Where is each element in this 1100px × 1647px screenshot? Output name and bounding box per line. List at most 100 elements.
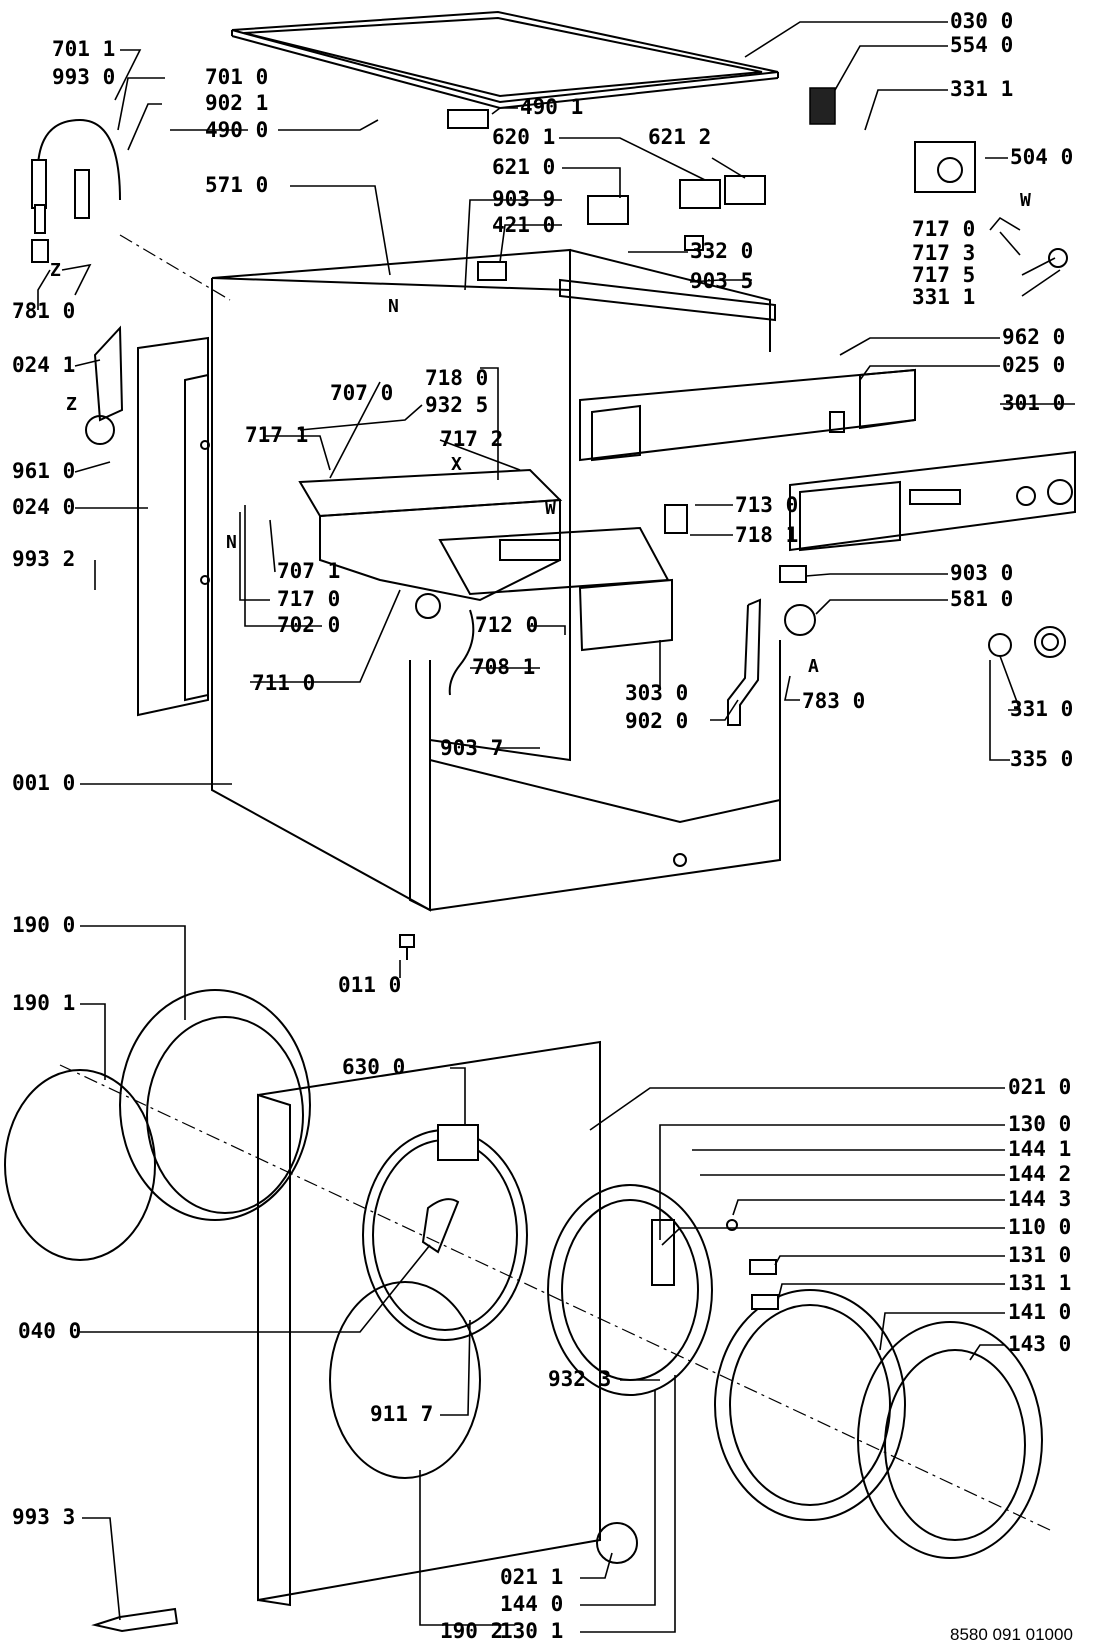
part-label: 021 0: [1008, 1075, 1071, 1099]
part-label: 571 0: [205, 173, 268, 197]
part-label: 717 0: [912, 217, 975, 241]
front-panel: [257, 1040, 601, 1607]
detergent-drawer-housing: [298, 468, 563, 696]
marker-letter: X: [451, 454, 462, 475]
part-label: 712 0: [475, 613, 538, 637]
part-label: 711 0: [252, 671, 315, 695]
part-label: 621 2: [648, 125, 711, 149]
part-label: 332 0: [690, 239, 753, 263]
part-label: 001 0: [12, 771, 75, 795]
mounting-bracket: [727, 598, 762, 726]
part-label: 190 0: [12, 913, 75, 937]
part-label: 131 1: [1008, 1271, 1071, 1295]
part-label: 144 1: [1008, 1137, 1071, 1161]
part-label: 144 2: [1008, 1162, 1071, 1186]
marker-letter: A: [808, 656, 819, 677]
part-label: 030 0: [950, 9, 1013, 33]
control-panel-fascia: [789, 450, 1076, 552]
part-label: 303 0: [625, 681, 688, 705]
part-label: 993 3: [12, 1505, 75, 1529]
part-label: 718 0: [425, 366, 488, 390]
part-label: 011 0: [338, 973, 401, 997]
part-label: 554 0: [950, 33, 1013, 57]
part-label: 902 1: [205, 91, 268, 115]
marker-letter: N: [226, 532, 237, 553]
part-label: 701 1: [52, 37, 115, 61]
center-axis-drum: [59, 1064, 1051, 1531]
part-label: 024 1: [12, 353, 75, 377]
part-label: 717 2: [440, 427, 503, 451]
marker-letter: N: [388, 296, 399, 317]
part-label: 903 7: [440, 736, 503, 760]
document-number: 8580 091 01000: [950, 1625, 1073, 1644]
part-label: 717 0: [277, 587, 340, 611]
marker-letters: N N W W X Z Z A: [50, 190, 1031, 677]
part-label: 025 0: [1002, 353, 1065, 377]
part-label: 630 0: [342, 1055, 405, 1079]
part-label: 490 1: [520, 95, 583, 119]
part-label: 707 0: [330, 381, 393, 405]
marker-letter: Z: [50, 260, 61, 281]
part-label: 331 0: [1010, 697, 1073, 721]
part-label: 718 1: [735, 523, 798, 547]
part-label: 717 5: [912, 263, 975, 287]
part-label: 903 9: [492, 187, 555, 211]
part-label: 993 2: [12, 547, 75, 571]
part-label: 781 0: [12, 299, 75, 323]
part-label: 903 0: [950, 561, 1013, 585]
part-label: 144 0: [500, 1592, 563, 1616]
part-label: 040 0: [18, 1319, 81, 1343]
part-label: 993 0: [52, 65, 115, 89]
part-label: 707 1: [277, 559, 340, 583]
filter-cartridge: [85, 325, 124, 445]
door-frame: [547, 1184, 713, 1396]
part-label: 783 0: [802, 689, 865, 713]
control-panel-frame: [579, 368, 916, 462]
marker-letter: Z: [66, 394, 77, 415]
part-label: 911 7: [370, 1402, 433, 1426]
part-label: 961 0: [12, 459, 75, 483]
part-label: 421 0: [492, 213, 555, 237]
part-label: 932 5: [425, 393, 488, 417]
part-label: 620 1: [492, 125, 555, 149]
part-label: 708 1: [472, 655, 535, 679]
detergent-drawer: [438, 526, 673, 652]
part-label: 717 1: [245, 423, 308, 447]
part-label: 024 0: [12, 495, 75, 519]
part-label: 130 0: [1008, 1112, 1071, 1136]
part-label: 713 0: [735, 493, 798, 517]
part-label: 301 0: [1002, 391, 1065, 415]
part-label: 130 1: [500, 1619, 563, 1643]
part-label: 190 2: [440, 1619, 503, 1643]
part-label: 143 0: [1008, 1332, 1071, 1356]
door-outer-ring: [857, 1321, 1043, 1559]
part-label: 903 5: [690, 269, 753, 293]
part-label: 902 0: [625, 709, 688, 733]
part-label: 701 0: [205, 65, 268, 89]
part-label: 932 3: [548, 1367, 611, 1391]
part-label: 335 0: [1010, 747, 1073, 771]
part-label: 190 1: [12, 991, 75, 1015]
part-label: 131 0: [1008, 1243, 1071, 1267]
cabinet-top-panel: [231, 10, 779, 110]
part-label: 962 0: [1002, 325, 1065, 349]
part-label: 144 3: [1008, 1187, 1071, 1211]
cabinet-body: [211, 248, 781, 912]
part-label: 581 0: [950, 587, 1013, 611]
center-axis-top: [119, 234, 231, 301]
door-glass: [714, 1289, 906, 1521]
part-label: 331 1: [950, 77, 1013, 101]
part-label: 621 0: [492, 155, 555, 179]
part-labels: 030 0 554 0 331 1 504 0 717 0 717 3 717 …: [12, 9, 1073, 1643]
part-label: 702 0: [277, 613, 340, 637]
leader-lines: [37, 21, 1075, 1633]
side-panel: [137, 336, 210, 717]
part-label: 717 3: [912, 241, 975, 265]
part-label: 504 0: [1010, 145, 1073, 169]
marker-letter: W: [545, 498, 556, 519]
part-label: 141 0: [1008, 1300, 1071, 1324]
part-label: 490 0: [205, 118, 268, 142]
marker-letter: W: [1020, 190, 1031, 211]
part-label: 110 0: [1008, 1215, 1071, 1239]
